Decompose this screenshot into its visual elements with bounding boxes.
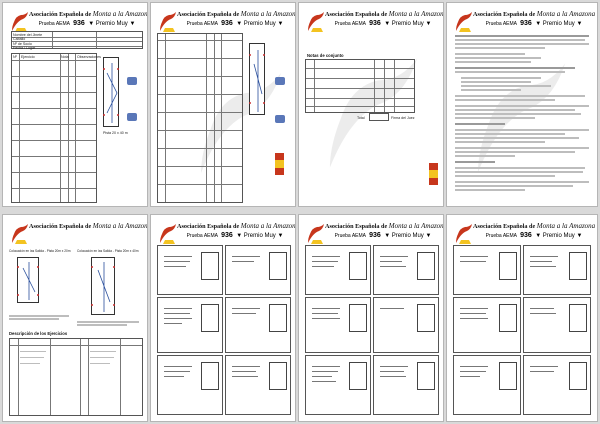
caption-right: Colocación en las Salida - Pista 20m x 4…: [77, 249, 139, 253]
prueba-title: Prueba AEMA 936 ▼ Premio Muy ▼: [334, 232, 432, 239]
prueba-title: Prueba AEMA 936 ▼ Premio Muy ▼: [334, 20, 432, 27]
col-header-notes: Observaciones: [77, 55, 101, 59]
association-title: Asociación Española de Monta a la Amazon…: [177, 222, 296, 230]
association-title: Asociación Española de Monta a la Amazon…: [29, 222, 148, 230]
association-title: Asociación Española de Monta a la Amazon…: [325, 10, 444, 18]
federation-emblem-icon: [127, 113, 137, 121]
page-header: Asociación Española de Monta a la Amazon…: [151, 219, 295, 253]
total-label: Total: [357, 116, 365, 120]
page-6: Asociación Española de Monta a la Amazon…: [150, 214, 296, 422]
exercise-cell: [373, 297, 439, 353]
federation-emblem-icon: [275, 115, 285, 123]
exercise-cell: [157, 245, 223, 295]
page-7: Asociación Española de Monta a la Amazon…: [298, 214, 444, 422]
horse-logo-icon: [160, 224, 176, 244]
spanish-flag-icon: [429, 163, 438, 185]
exercise-cell: [453, 245, 521, 295]
form-label-date: Fecha / Lugar: [13, 46, 36, 50]
exercise-cell: [453, 297, 521, 353]
watermark-horse-icon: [329, 58, 418, 168]
page-8: Asociación Española de Monta a la Amazon…: [446, 214, 598, 422]
exercise-cell: [305, 355, 371, 415]
watermark-horse-icon: [477, 63, 566, 173]
horse-logo-icon: [456, 224, 472, 244]
exercise-cell: [157, 297, 223, 353]
association-title: Asociación Española de Monta a la Amazon…: [29, 10, 148, 18]
arena-diagram-large: [91, 257, 115, 315]
exercise-cell: [453, 355, 521, 415]
total-box: [369, 113, 389, 121]
prueba-title: Prueba AEMA 936 ▼ Premio Muy ▼: [485, 232, 583, 239]
exercise-cell: [373, 245, 439, 295]
prueba-title: Prueba AEMA 936 ▼ Premio Muy ▼: [186, 232, 284, 239]
col-header-exercise: Ejercicio: [21, 55, 35, 59]
form-label-horse: Caballo: [13, 37, 26, 41]
caption-left: Colocación en las Salida - Pista 20m x 2…: [9, 249, 71, 253]
exercise-cell: [373, 355, 439, 415]
collective-marks-table: [305, 59, 415, 113]
association-title: Asociación Española de Monta a la Amazon…: [473, 222, 596, 230]
horse-logo-icon: [12, 224, 28, 244]
page-header: Asociación Española de Monta a la Amazon…: [299, 7, 443, 41]
page-header: Asociación Española de Monta a la Amazon…: [299, 219, 443, 253]
arena-diagram: [249, 43, 265, 115]
prueba-title: Prueba AEMA 936 ▼ Premio Muy ▼: [485, 20, 583, 27]
prueba-title: Prueba AEMA 936 ▼ Premio Muy ▼: [38, 20, 136, 27]
description-title: Descripción de los Ejercicios: [9, 331, 68, 336]
page-2: Asociación Española de Monta a la Amazon…: [150, 2, 296, 207]
exercise-cell: [523, 297, 591, 353]
page-1: Asociación Española de Monta a la Amazon…: [2, 2, 148, 207]
federation-emblem-icon: [127, 77, 137, 85]
horse-logo-icon: [308, 12, 324, 32]
page-header: Asociación Española de Monta a la Amazon…: [447, 7, 597, 41]
exercise-cell: [225, 355, 291, 415]
exercise-cell: [523, 355, 591, 415]
association-title: Asociación Española de Monta a la Amazon…: [325, 222, 444, 230]
col-header-number: Nº: [13, 55, 17, 59]
rider-form: Nombre del Jinete Caballo Nº de Socio Fe…: [11, 31, 143, 50]
association-title: Asociación Española de Monta a la Amazon…: [473, 10, 596, 18]
form-label-member: Nº de Socio: [13, 41, 32, 46]
page-header: Asociación Española de Monta a la Amazon…: [447, 219, 597, 253]
horse-logo-icon: [308, 224, 324, 244]
spanish-flag-icon: [275, 153, 284, 175]
prueba-title: Prueba AEMA 936 ▼ Premio Muy ▼: [186, 20, 284, 27]
exercise-cell: [225, 297, 291, 353]
federation-emblem-icon: [275, 77, 285, 85]
exercise-cell: [523, 245, 591, 295]
page-header: Asociación Española de Monta a la Amazon…: [3, 219, 147, 253]
col-header-score: Nota: [61, 55, 69, 59]
horse-logo-icon: [456, 12, 472, 32]
exercise-cell: [225, 245, 291, 295]
page-4: Asociación Española de Monta a la Amazon…: [446, 2, 598, 207]
exercise-description-table: [9, 338, 143, 416]
horse-logo-icon: [160, 12, 176, 32]
arena-diagram: [103, 57, 119, 127]
page-5: Asociación Española de Monta a la Amazon…: [2, 214, 148, 422]
association-title: Asociación Española de Monta a la Amazon…: [177, 10, 296, 18]
table-title: Notas de conjunto: [307, 53, 344, 58]
signature-label: Firma del Juez: [391, 116, 415, 120]
exercise-cell: [305, 297, 371, 353]
page-header: Asociación Española de Monta a la Amazon…: [151, 7, 295, 41]
form-label-rider: Nombre del Jinete: [13, 32, 43, 37]
score-table: Nº Ejercicio Nota Observaciones: [11, 53, 101, 203]
score-table: [157, 33, 243, 203]
exercise-cell: [305, 245, 371, 295]
page-3: Asociación Española de Monta a la Amazon…: [298, 2, 444, 207]
arena-caption: Pista 20 x 40 m: [103, 131, 128, 135]
exercise-cell: [157, 355, 223, 415]
arena-diagram-small: [17, 257, 39, 303]
